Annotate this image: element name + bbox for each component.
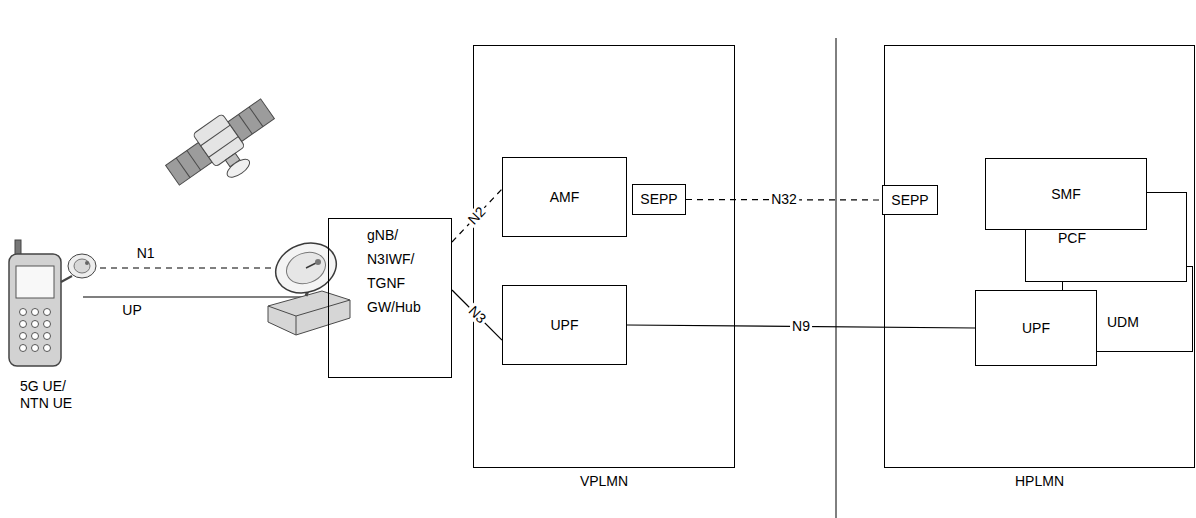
node-label: AMF [550, 189, 580, 206]
phone-icon-part [32, 321, 39, 328]
network-region: HPLMNSEPPSMFPCFUDMUPF [884, 45, 1195, 468]
interface-link [452, 189, 502, 242]
phone-icon-part [44, 333, 51, 340]
phone-icon-part [32, 309, 39, 316]
phone-icon [9, 240, 96, 366]
ground-station-dish-part [268, 306, 296, 316]
node-label: gNB/ N3IWF/ TGNF GW/Hub [367, 223, 437, 319]
ground-station-dish-part [268, 291, 350, 335]
satellite-icon-part [201, 125, 230, 146]
interface-link [686, 199, 882, 201]
interface-link [627, 325, 975, 328]
phone-icon-part [61, 276, 72, 282]
phone-icon-part [20, 345, 27, 352]
satellite-icon-part [187, 151, 201, 171]
phone-icon-part [68, 254, 96, 278]
interface-label: N32 [769, 192, 799, 207]
phone-icon-part [16, 266, 54, 298]
node-label: UPF [1022, 320, 1050, 337]
phone-icon-part [44, 321, 51, 328]
ground-station-dish [268, 235, 350, 335]
interface-label: UP [120, 303, 143, 318]
phone-icon-part [20, 333, 27, 340]
node-label: HPLMN [1015, 473, 1064, 490]
node-label: SEPP [891, 192, 928, 209]
phone-icon-part [32, 345, 39, 352]
ground-station-dish-part [282, 247, 330, 289]
phone-icon-part [44, 309, 51, 316]
function-box: SMF [985, 158, 1147, 230]
ue-device: 5G UE/ NTN UE [5, 240, 105, 408]
node-label: SEPP [640, 191, 677, 208]
node-label: VPLMN [580, 473, 628, 490]
sepp-box: SEPP [632, 184, 686, 215]
satellite-icon [160, 91, 289, 207]
function-box: AMF [502, 157, 627, 237]
function-box: UPF [975, 290, 1097, 366]
interface-link [452, 290, 502, 340]
satellite-icon-part [193, 114, 245, 167]
ground-station-dish-part [315, 259, 321, 265]
ground-station-dish-part [269, 235, 344, 301]
node-label: 5G UE/ NTN UE [20, 378, 80, 412]
interface-link [83, 296, 328, 297]
interface-label: N9 [790, 319, 812, 334]
phone-icon-part [85, 261, 89, 265]
satellite-icon-part [249, 107, 263, 127]
network-region: VPLMNAMFSEPPUPF [473, 45, 735, 468]
node-label: UPF [551, 317, 579, 334]
gateway-box: gNB/ N3IWF/ TGNF GW/Hub [328, 218, 452, 378]
sepp-box: SEPP [882, 185, 938, 215]
phone-icon-part [20, 309, 27, 316]
plmn-separator [836, 38, 837, 518]
satellite-icon-part [224, 156, 252, 181]
phone-icon-part [9, 254, 61, 366]
satellite-icon-part [239, 114, 253, 134]
phone-icon-part [20, 321, 27, 328]
ground-station-dish-part [296, 300, 350, 316]
node-label: UDM [1107, 314, 1192, 331]
ground-station-dish-part [296, 316, 297, 335]
node-label: SMF [1051, 186, 1081, 203]
interface-label: N2 [464, 202, 490, 228]
function-box: UPF [502, 285, 627, 365]
node-label: PCF [1058, 230, 1186, 247]
interface-label: N3 [464, 302, 490, 328]
phone-icon-part [74, 259, 90, 273]
interface-label: N1 [135, 246, 157, 261]
phone-icon-part [44, 345, 51, 352]
satellite-icon-part [176, 158, 190, 178]
phone-icon-part [32, 333, 39, 340]
